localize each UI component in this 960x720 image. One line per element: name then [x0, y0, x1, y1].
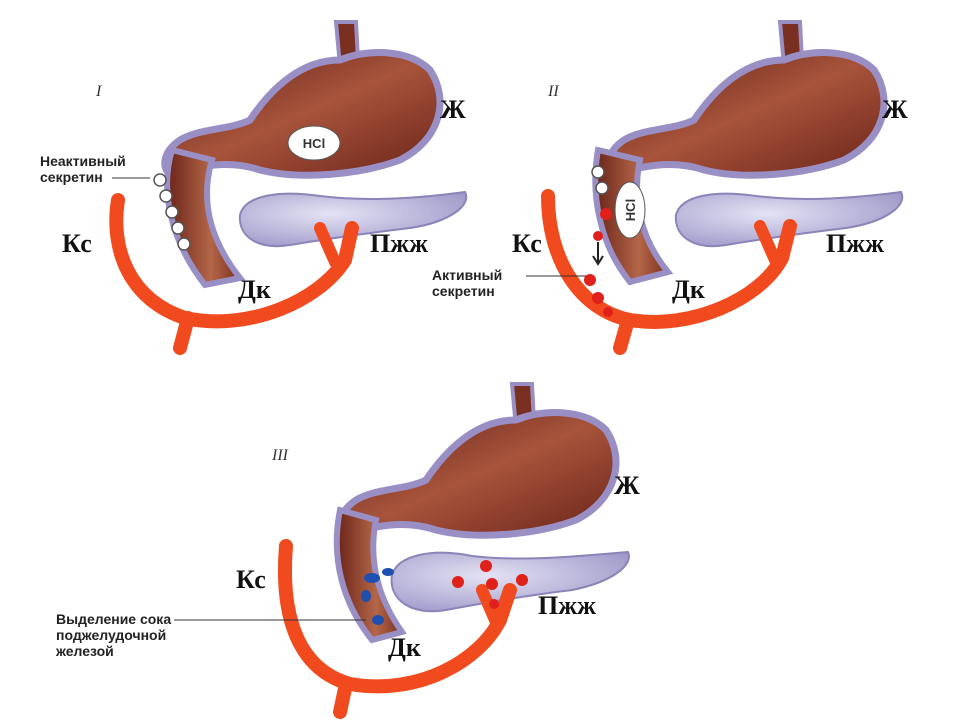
- label-pancreas: Пжж: [370, 229, 428, 258]
- label-stomach: Ж: [440, 95, 466, 124]
- active-secretin-cells: [584, 208, 613, 317]
- panel-numeral: II: [547, 83, 559, 100]
- vessel-branch: [173, 311, 195, 355]
- label-stomach: Ж: [614, 471, 640, 500]
- vessel-branch: [613, 313, 635, 355]
- stomach: [161, 49, 444, 180]
- panel-numeral: III: [271, 447, 289, 464]
- label-vessel: Кс: [512, 229, 542, 258]
- hcl-label: HCl: [623, 199, 638, 221]
- duodenum: [164, 146, 246, 289]
- pancreas: [674, 190, 904, 248]
- panel-1: I HCl Неактивный секретин Ж Пжж Дк Кс: [40, 20, 468, 355]
- pancreatic-juice-drops: [361, 568, 394, 625]
- label-duodenum: Дк: [672, 275, 705, 304]
- panel-3: III Выделение сока поджелудочной железой…: [55, 382, 640, 719]
- stomach: [337, 409, 620, 540]
- panel-numeral: I: [95, 83, 102, 100]
- hcl-bubble: [614, 181, 646, 239]
- note-line-1: Выделение сока: [56, 611, 171, 627]
- vessel-branch: [333, 677, 353, 719]
- label-duodenum: Дк: [238, 275, 271, 304]
- panel-2: II HCl Активный секретин Ж Пжж Дк Кс: [432, 20, 908, 355]
- note-line-1: Неактивный: [40, 153, 126, 169]
- label-duodenum: Дк: [388, 633, 421, 662]
- arrow-icon: [592, 242, 604, 266]
- label-pancreas: Пжж: [538, 591, 596, 620]
- label-vessel: Кс: [236, 565, 266, 594]
- note-line-2: поджелудочной: [56, 627, 166, 643]
- note-line-3: железой: [55, 643, 114, 659]
- active-secretin-cells: [452, 560, 528, 609]
- pancreas: [238, 190, 468, 248]
- vessel-branch: [476, 584, 501, 626]
- hcl-bubble: [287, 125, 341, 161]
- stomach: [605, 49, 888, 180]
- note-line-2: секретин: [40, 169, 103, 185]
- hcl-label: HCl: [303, 136, 325, 151]
- vessel-branch: [754, 220, 781, 266]
- inactive-secretin-cells: [153, 173, 191, 251]
- vessel-branch: [314, 222, 341, 268]
- note-line-2: секретин: [432, 283, 495, 299]
- note-line-1: Активный: [432, 267, 502, 283]
- label-stomach: Ж: [882, 95, 908, 124]
- label-vessel: Кс: [62, 229, 92, 258]
- label-pancreas: Пжж: [826, 229, 884, 258]
- inactive-secretin-cells: [591, 165, 609, 195]
- pancreas: [390, 550, 630, 613]
